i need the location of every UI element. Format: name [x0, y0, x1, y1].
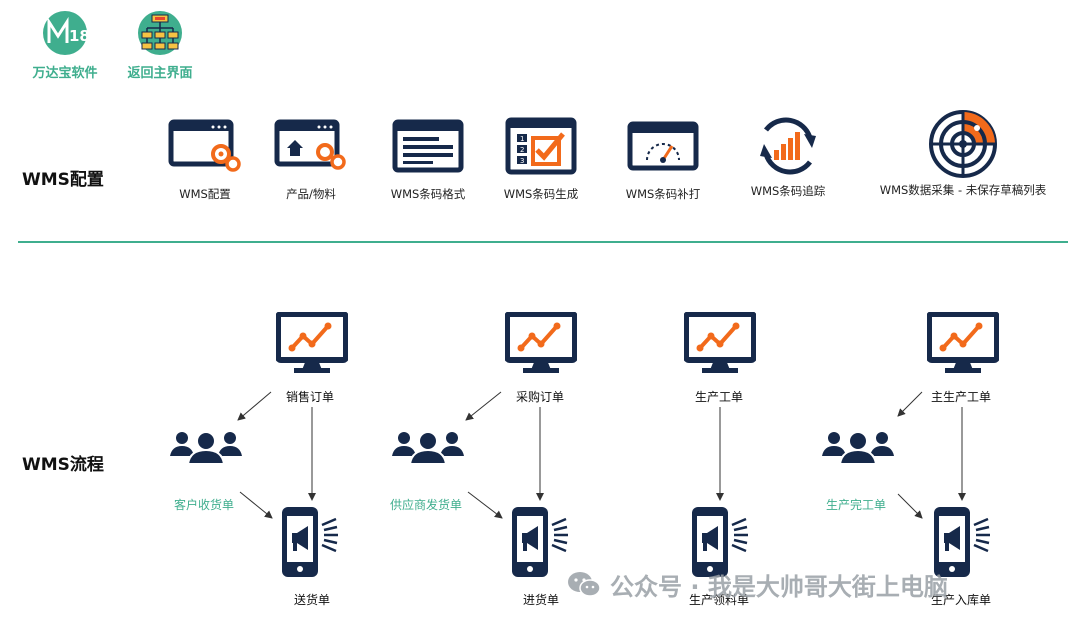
config-item-label: WMS数据采集 - 未保存草稿列表	[879, 183, 1047, 197]
work-order-label[interactable]: 生产工单	[695, 390, 744, 404]
window-gears-icon	[168, 119, 241, 172]
home-label: 返回主界面	[127, 66, 193, 81]
config-item-barcode-generate[interactable]: 1 2 3 WMS条码生成	[456, 116, 626, 202]
sitemap-icon	[138, 11, 182, 55]
sales-order-label[interactable]: 销售订单	[286, 390, 335, 404]
goods-receipt-label[interactable]: 进货单	[523, 593, 560, 607]
production-completion-label[interactable]: 生产完工单	[826, 498, 887, 512]
master-work-order-monitor-icon[interactable]	[927, 312, 999, 374]
config-item-barcode-reprint[interactable]: WMS条码补打	[578, 116, 748, 202]
config-item-barcode-format[interactable]: WMS条码格式	[343, 116, 513, 202]
config-item-wms-config[interactable]: WMS配置	[120, 116, 290, 202]
config-item-label: WMS条码补打	[625, 187, 701, 201]
m18-logo-icon: 18	[43, 11, 90, 55]
svg-text:3: 3	[520, 157, 524, 165]
customers-people-icon[interactable]	[170, 428, 242, 468]
sales-order-monitor-icon[interactable]	[276, 312, 348, 374]
home-tile[interactable]: 返回主界面	[110, 10, 210, 81]
suppliers-people-icon[interactable]	[392, 428, 464, 468]
production-stock-in-label[interactable]: 生产入库单	[931, 593, 992, 607]
config-item-label: WMS条码追踪	[750, 184, 826, 198]
delivery-note-label[interactable]: 送货单	[294, 593, 331, 607]
config-item-label: WMS配置	[179, 187, 231, 201]
purchase-order-label[interactable]: 采购订单	[516, 390, 565, 404]
software-tile[interactable]: 18 万达宝软件	[15, 10, 115, 81]
delivery-phone-icon[interactable]	[278, 505, 340, 579]
customer-receipt-label[interactable]: 客户收货单	[174, 498, 235, 512]
config-item-data-collection-drafts[interactable]: WMS数据采集 - 未保存草稿列表	[873, 108, 1053, 198]
svg-text:1: 1	[520, 135, 524, 143]
software-label: 万达宝软件	[32, 66, 98, 81]
receiving-phone-icon[interactable]	[508, 505, 570, 579]
material-issue-label[interactable]: 生产领料单	[689, 593, 750, 607]
supplier-shipment-label[interactable]: 供应商发货单	[390, 498, 463, 512]
radar-icon	[929, 110, 997, 178]
config-item-label: 产品/物料	[286, 187, 336, 201]
flow-section-title: WMS流程	[22, 455, 104, 475]
watermark-text: 公众号 · 我是大帅哥大街上电脑	[610, 572, 948, 601]
checklist-window-icon: 1 2 3	[505, 117, 577, 175]
config-item-label: WMS条码生成	[503, 187, 579, 201]
production-people-icon[interactable]	[822, 428, 894, 468]
document-window-icon	[392, 119, 464, 173]
svg-text:2: 2	[520, 146, 524, 154]
wechat-icon	[568, 572, 601, 597]
refresh-chart-icon	[760, 117, 816, 175]
gauge-window-icon	[627, 121, 699, 171]
svg-text:18: 18	[69, 27, 90, 45]
config-item-barcode-tracking[interactable]: WMS条码追踪	[703, 112, 873, 199]
config-item-product-material[interactable]: 产品/物料	[226, 116, 396, 202]
config-item-label: WMS条码格式	[390, 187, 466, 201]
work-order-monitor-icon[interactable]	[684, 312, 756, 374]
watermark: 公众号 · 我是大帅哥大街上电脑	[566, 566, 948, 602]
purchase-order-monitor-icon[interactable]	[505, 312, 577, 374]
window-home-gears-icon	[274, 119, 346, 170]
master-work-order-label[interactable]: 主生产工单	[931, 390, 992, 404]
section-divider	[18, 241, 1068, 243]
config-section-title: WMS配置	[22, 170, 104, 190]
